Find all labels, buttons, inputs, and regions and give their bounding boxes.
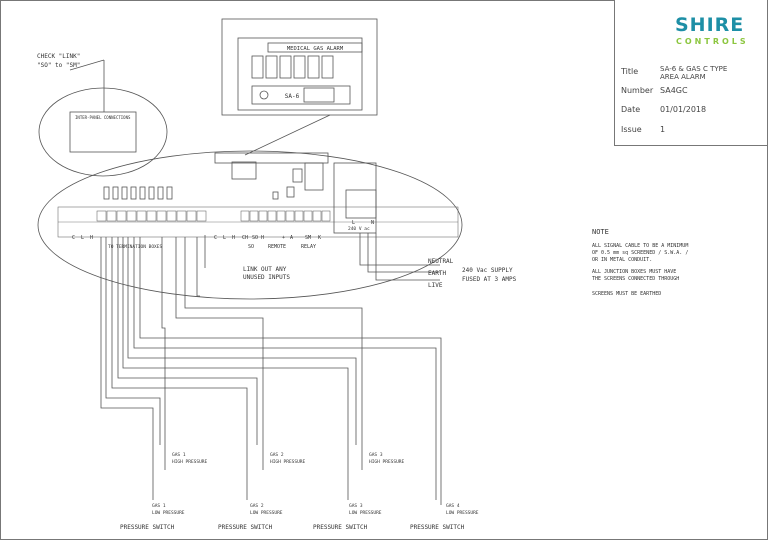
term-h: H [261, 235, 264, 241]
term-so: SO [252, 235, 258, 241]
note-line6: SCREENS MUST BE EARTHED [592, 291, 661, 297]
term-right-l: L [223, 235, 226, 241]
term-n-supply: N [371, 220, 374, 226]
live-label: LIVE [428, 282, 443, 289]
term-right-c: C [214, 235, 217, 241]
switch-1-low-type: LOW PRESSURE [152, 510, 185, 516]
brand-sub: CONTROLS [676, 37, 749, 46]
inter-panel-label: INTER-PANEL CONNECTIONS [75, 115, 131, 120]
supply-label-1: 240 Vac SUPPLY [462, 267, 513, 274]
title-value-1: SA-6 & GAS C TYPE [660, 65, 728, 73]
date-value: 01/01/2018 [660, 105, 707, 114]
alarm-header: MEDICAL GAS ALARM [287, 46, 344, 52]
term-left-h: H [90, 235, 93, 241]
term-plus: + [282, 235, 285, 241]
relay-label: RELAY [301, 244, 316, 250]
term-l-supply: L [352, 220, 355, 226]
switch-4-caption: PRESSURE SWITCH [410, 524, 465, 531]
note-line5: THE SCREENS CONNECTED THROUGH [592, 276, 679, 282]
link-out-line2: UNUSED INPUTS [243, 274, 290, 281]
switch-2-caption: PRESSURE SWITCH [218, 524, 273, 531]
note-line1: ALL SIGNAL CABLE TO BE A MINIMUM [592, 243, 688, 249]
switch-4-low-name: GAS 4 [446, 503, 460, 509]
inter-panel-callout [38, 87, 168, 177]
check-link-line1: CHECK "LINK" [37, 53, 80, 60]
brand-name: SHIRE [675, 14, 745, 36]
switch-3-high-type: HIGH PRESSURE [369, 459, 405, 465]
switch-1-high-name: GAS 1 [172, 452, 186, 458]
remote-label: REMOTE [268, 244, 286, 250]
switch-3-low-name: GAS 3 [349, 503, 363, 509]
issue-value: 1 [660, 125, 666, 134]
term-a: A [290, 235, 293, 241]
note-line3: OR IN METAL CONDUIT. [592, 257, 652, 263]
number-label: Number [621, 86, 654, 95]
so-label: SO [248, 244, 254, 250]
title-block [614, 0, 767, 146]
date-label: Date [621, 105, 641, 114]
switch-1-caption: PRESSURE SWITCH [120, 524, 175, 531]
title-value-2: AREA ALARM [660, 73, 706, 81]
supply-label-2: FUSED AT 3 AMPS [462, 276, 517, 283]
term-k: K [318, 235, 321, 241]
switch-3-caption: PRESSURE SWITCH [313, 524, 368, 531]
switch-2-low-name: GAS 2 [250, 503, 264, 509]
switch-1-low-name: GAS 1 [152, 503, 166, 509]
term-sm: SM [305, 235, 311, 241]
number-value: SA4GC [660, 86, 688, 95]
to-termination-label: TO TERMINATION BOXES [108, 244, 162, 250]
link-out-line1: LINK OUT ANY [243, 266, 287, 273]
switch-3-high-name: GAS 3 [369, 452, 383, 458]
switch-2-low-type: LOW PRESSURE [250, 510, 283, 516]
term-right-h: H [232, 235, 235, 241]
check-link-line2: "SO" to "SM" [37, 62, 80, 69]
switch-1-high-type: HIGH PRESSURE [172, 459, 208, 465]
alarm-panel-box [221, 18, 378, 116]
term-left-l: L [81, 235, 84, 241]
switch-3-low-type: LOW PRESSURE [349, 510, 382, 516]
neutral-label: NEUTRAL [428, 258, 454, 265]
issue-label: Issue [621, 125, 642, 134]
note-line4: ALL JUNCTION BOXES MUST HAVE [592, 269, 676, 275]
alarm-model: SA-6 [285, 93, 300, 100]
control-board-ellipse [37, 150, 463, 300]
term-left-c: C [72, 235, 75, 241]
note-line2: OF 0.5 mm sq SCREENED / S.W.A. / [592, 250, 688, 256]
switch-2-high-name: GAS 2 [270, 452, 284, 458]
switch-4-low-type: LOW PRESSURE [446, 510, 479, 516]
term-ch: CH [242, 235, 248, 241]
title-label: Title [621, 67, 639, 76]
supply-terminals-label: 240 V ac [348, 226, 370, 232]
note-heading: NOTE [592, 228, 609, 236]
earth-label: EARTH [428, 270, 446, 277]
switch-2-high-type: HIGH PRESSURE [270, 459, 306, 465]
